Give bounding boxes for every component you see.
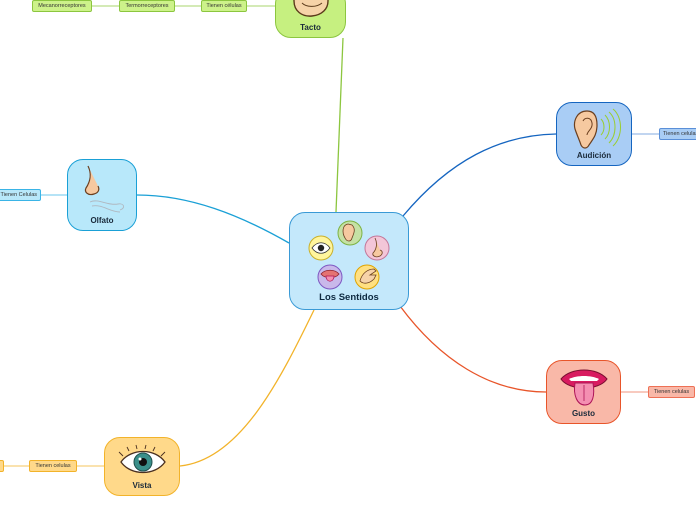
- tag-tacto-tienen-celulas[interactable]: Tienen células: [201, 0, 247, 12]
- tag-olfato-tienen-celulas[interactable]: Tienen Celulas: [0, 189, 41, 201]
- mini-ear-icon: [337, 220, 363, 246]
- mini-tongue-icon: [317, 264, 343, 290]
- tag-tacto-mecanorreceptores[interactable]: Mecanorreceptores: [32, 0, 92, 12]
- tag-audicion-tienen-celulas[interactable]: Tienen celulas: [659, 128, 696, 140]
- node-vista[interactable]: Vista: [104, 437, 180, 496]
- node-audicion-label: Audición: [576, 151, 612, 160]
- node-vista-label: Vista: [132, 481, 152, 490]
- node-gusto[interactable]: Gusto: [546, 360, 621, 424]
- connector-tacto: [335, 37, 344, 213]
- mini-eye-icon: [308, 235, 334, 261]
- senses-collage-icon: [308, 220, 390, 290]
- tag-vista-tienen-celulas[interactable]: Tienen celulas: [29, 460, 77, 472]
- node-gusto-label: Gusto: [571, 409, 596, 418]
- connector-audicion: [402, 133, 557, 217]
- node-olfato[interactable]: Olfato: [67, 159, 137, 231]
- connector-vista: [179, 309, 315, 467]
- tag-tacto-termorreceptores[interactable]: Termorreceptores: [119, 0, 175, 12]
- eye-icon: [118, 444, 166, 474]
- mini-nose-icon: [364, 235, 390, 261]
- connector-olfato: [136, 194, 290, 244]
- node-los-sentidos-label: Los Sentidos: [319, 292, 379, 303]
- mouth-icon: [560, 369, 608, 406]
- node-tacto[interactable]: Tacto: [275, 0, 346, 38]
- nose-icon: [84, 165, 125, 213]
- mini-hand-icon: [354, 264, 380, 290]
- tag-gusto-tienen-celulas[interactable]: Tienen celulas: [648, 386, 695, 398]
- node-tacto-label: Tacto: [300, 23, 321, 32]
- node-olfato-label: Olfato: [90, 216, 114, 225]
- tag-vista-offscreen[interactable]: [0, 460, 4, 472]
- node-los-sentidos[interactable]: Los Sentidos: [289, 212, 409, 310]
- hand-icon: [293, 0, 329, 17]
- connector-gusto: [399, 305, 547, 393]
- ear-icon: [573, 108, 621, 149]
- node-audicion[interactable]: Audición: [556, 102, 632, 166]
